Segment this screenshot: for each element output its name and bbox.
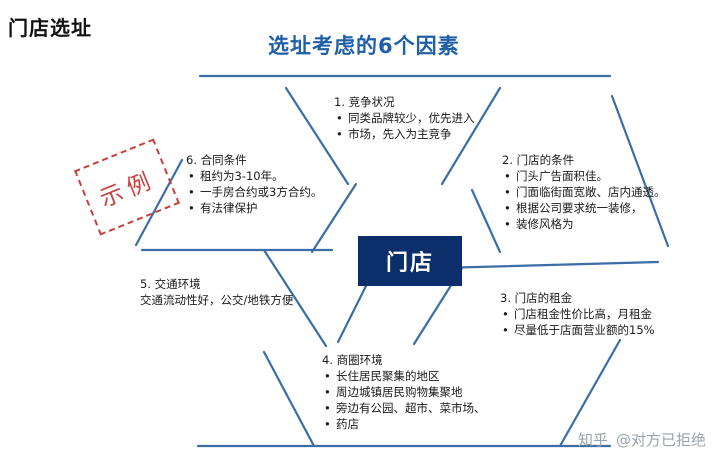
- factor-item: 门面临街面宽敞、店内通透。: [502, 184, 666, 200]
- factor-rent: 3. 门店的租金 门店租金性价比高，月租金 尽量低于店面营业额的15%: [500, 290, 655, 338]
- center-lower-left-line: [336, 284, 368, 344]
- factor-item: 租约为3-10年。: [186, 168, 322, 184]
- lower-right-outer-line: [558, 338, 622, 448]
- factor-title: 6. 合同条件: [186, 153, 247, 167]
- factor-item: 尽量低于店面营业额的15%: [500, 322, 655, 338]
- factor-business-district: 4. 商圈环境 长住居民聚集的地区 周边城镇居民购物集聚地 旁边有公园、超市、菜…: [322, 352, 486, 432]
- factor-item: 装修风格为: [502, 216, 666, 232]
- factor-item: 门头广告面积佳。: [502, 168, 666, 184]
- top-right-diagonal-line: [310, 182, 358, 254]
- factor-title: 1. 竞争状况: [334, 95, 395, 109]
- right-diagonal-line: [470, 188, 502, 254]
- factor-title: 3. 门店的租金: [500, 291, 573, 305]
- diagram-title: 选址考虑的6个因素: [268, 34, 460, 58]
- upper-left-outer-line: [134, 158, 184, 247]
- factor-item: 根据公司要求统一装修，: [502, 200, 666, 216]
- left-lower-line: [262, 248, 328, 348]
- factor-item: 门店租金性价比高，月租金: [500, 306, 655, 322]
- watermark: 知乎 @对方已拒绝: [578, 429, 706, 450]
- factor-text: 交通流动性好，公交/地铁方便: [140, 293, 294, 307]
- middle-right-line: [438, 260, 660, 270]
- factor-title: 5. 交通环境: [140, 277, 201, 291]
- lower-left-outer-line: [262, 350, 316, 448]
- factor-item: 市场，先入为主竞争: [334, 126, 475, 142]
- factor-store-conditions: 2. 门店的条件 门头广告面积佳。 门面临街面宽敞、店内通透。 根据公司要求统一…: [502, 152, 666, 232]
- factor-transport: 5. 交通环境 交通流动性好，公交/地铁方便: [140, 276, 293, 308]
- factor-title: 4. 商圈环境: [322, 353, 383, 367]
- factor-contract: 6. 合同条件 租约为3-10年。 一手房合约或3方合约。 有法律保护: [186, 152, 322, 216]
- factor-competition: 1. 竞争状况 同类品牌较少，优先进入 市场，先入为主竞争: [334, 94, 475, 142]
- factor-item: 有法律保护: [186, 200, 322, 216]
- factor-title: 2. 门店的条件: [502, 153, 575, 167]
- watermark-user: @对方已拒绝: [615, 431, 706, 449]
- upper-left-inner-line: [284, 86, 350, 186]
- factor-item: 周边城镇居民购物集聚地: [322, 384, 486, 400]
- factor-item: 药店: [322, 416, 486, 432]
- watermark-site: 知乎: [577, 431, 608, 449]
- center-box: 门店: [358, 236, 462, 286]
- page-title: 门店选址: [8, 16, 92, 40]
- factor-item: 同类品牌较少，优先进入: [334, 110, 475, 126]
- factor-item: 旁边有公园、超市、菜市场、: [322, 400, 486, 416]
- factor-item: 长住居民聚集的地区: [322, 368, 486, 384]
- factor-item: 一手房合约或3方合约。: [186, 184, 322, 200]
